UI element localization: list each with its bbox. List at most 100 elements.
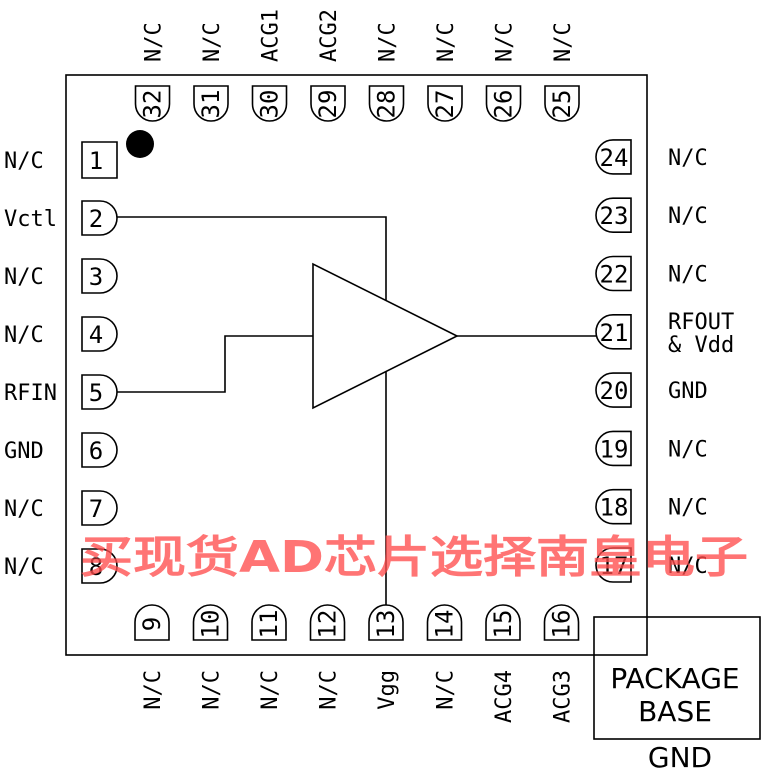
pin-number: 21 bbox=[600, 319, 629, 347]
pin-pad bbox=[543, 604, 580, 641]
package-base-line2: BASE bbox=[638, 695, 712, 728]
pin-8: 8 N/C bbox=[4, 548, 118, 584]
pin-pad bbox=[595, 139, 632, 175]
pin-number: 22 bbox=[600, 261, 629, 289]
watermark-text: 买现货AD芯片选择南皇电子 bbox=[80, 532, 748, 583]
pin-label: N/C bbox=[434, 670, 459, 710]
pin-label: N/C bbox=[317, 670, 342, 710]
pin-12: 12N/C bbox=[309, 604, 346, 710]
pin-pad bbox=[595, 430, 632, 467]
pin-pad bbox=[426, 604, 463, 641]
package-base-line1: PACKAGE bbox=[610, 662, 739, 695]
pin-number: 7 bbox=[89, 495, 103, 523]
pin-label: N/C bbox=[668, 437, 708, 462]
pin-3: 3 N/C bbox=[4, 258, 118, 294]
pin-31: 31 N/C bbox=[193, 22, 229, 122]
pin-number: 27 bbox=[431, 90, 459, 119]
pin-number: 24 bbox=[600, 144, 629, 172]
pin-number: 1 bbox=[89, 147, 103, 175]
pin-pad bbox=[595, 314, 632, 350]
pin-17: 17 N/C bbox=[595, 547, 708, 583]
pin-number: 30 bbox=[256, 90, 284, 119]
pin-10: 10N/C bbox=[192, 604, 229, 710]
pin-pad bbox=[81, 200, 118, 236]
pin-30: 30 ACG1 bbox=[251, 9, 288, 122]
pin-pad bbox=[81, 490, 118, 526]
pin-number: 13 bbox=[372, 610, 400, 639]
pin-pad bbox=[193, 85, 229, 122]
pin-label: ACG3 bbox=[551, 670, 576, 723]
pin-label-line2: & Vdd bbox=[668, 333, 734, 358]
pin-pad bbox=[544, 85, 580, 122]
pin-label: N/C bbox=[493, 22, 518, 62]
pin-number: 25 bbox=[548, 90, 576, 119]
pin-label: N/C bbox=[4, 497, 44, 522]
pin-pad bbox=[81, 548, 118, 584]
pin-label: N/C bbox=[668, 263, 708, 288]
pin-label: N/C bbox=[376, 22, 401, 62]
pin-pad bbox=[192, 604, 229, 641]
pin-number: 15 bbox=[489, 610, 517, 639]
pin-label: ACG1 bbox=[259, 9, 284, 62]
pin-label: N/C bbox=[668, 554, 708, 579]
pin-number: 3 bbox=[89, 263, 103, 291]
pin-label: N/C bbox=[200, 22, 225, 62]
pin-pad bbox=[595, 488, 632, 525]
pin-number: 32 bbox=[139, 90, 167, 119]
pin-28: 28 N/C bbox=[368, 22, 405, 122]
pin-pad bbox=[310, 85, 346, 122]
pin-pad bbox=[485, 604, 521, 641]
pin-number: 6 bbox=[89, 437, 103, 465]
pin-1: 1 N/C bbox=[4, 141, 118, 179]
pin-label: N/C bbox=[200, 670, 225, 710]
pin-label: N/C bbox=[4, 149, 44, 174]
pin-number: 8 bbox=[89, 553, 103, 581]
pin-label: N/C bbox=[4, 555, 44, 580]
package-base-gnd: GND bbox=[648, 741, 712, 772]
pin-9: 9N/C bbox=[134, 604, 170, 710]
pin-label: N/C bbox=[668, 204, 708, 229]
pin-pad bbox=[309, 604, 346, 641]
pin-number: 16 bbox=[548, 610, 576, 639]
pin-pad bbox=[595, 547, 632, 583]
wire-vctl bbox=[117, 216, 387, 300]
pin-label: N/C bbox=[141, 670, 166, 710]
pin-number: 20 bbox=[600, 377, 629, 405]
pin-label: ACG2 bbox=[317, 9, 342, 62]
wire-rfin bbox=[117, 335, 313, 393]
bottom-pins: 9N/C10N/C11N/C12N/C13Vgg14N/C15ACG416ACG… bbox=[134, 604, 580, 723]
pin-pad bbox=[595, 255, 632, 292]
package-base-box bbox=[593, 616, 761, 740]
pin-14: 14N/C bbox=[426, 604, 463, 710]
pin-number: 28 bbox=[373, 90, 401, 119]
pin-pad bbox=[251, 85, 288, 122]
pin-label: Vctl bbox=[4, 207, 57, 232]
pin-19: 19 N/C bbox=[595, 430, 708, 467]
pin-label: RFIN bbox=[4, 381, 57, 406]
pin-pad bbox=[368, 85, 405, 122]
pin-number: 31 bbox=[197, 90, 225, 119]
pin-number: 9 bbox=[138, 617, 166, 631]
pin-number: 17 bbox=[600, 552, 629, 580]
pin-27: 27N/C bbox=[427, 22, 463, 122]
pin-pad bbox=[81, 316, 118, 352]
pin-pad bbox=[251, 604, 287, 641]
pin-label: ACG4 bbox=[492, 670, 517, 723]
pin-label: N/C bbox=[4, 265, 44, 290]
pin-number: 19 bbox=[600, 435, 629, 463]
pin-label: N/C bbox=[668, 496, 708, 521]
pin-number: 2 bbox=[89, 205, 103, 233]
pin-pad bbox=[134, 85, 171, 122]
pin-pad bbox=[485, 85, 522, 122]
